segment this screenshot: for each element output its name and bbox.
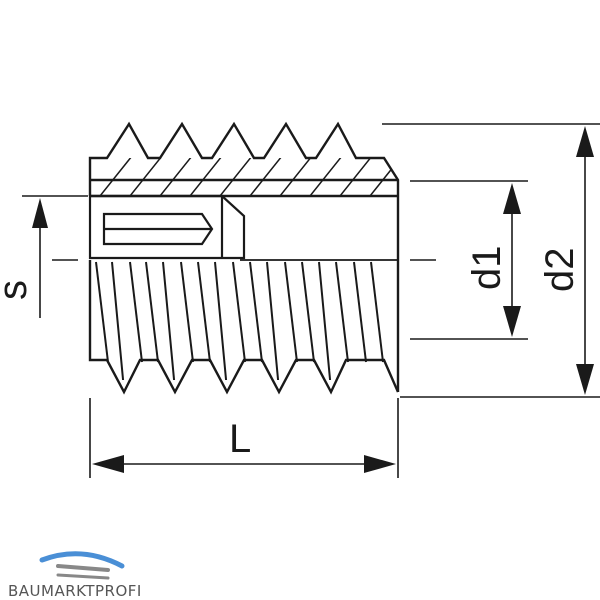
dimension-label-s: s xyxy=(0,280,35,300)
dimension-l xyxy=(89,398,399,478)
upper-thread-profile xyxy=(88,121,400,392)
dimension-s xyxy=(22,195,88,318)
dimension-label-l: L xyxy=(229,417,251,461)
dimension-d1 xyxy=(410,180,528,340)
lower-thread-profile xyxy=(88,260,400,395)
thread-flanks xyxy=(95,261,384,380)
dimension-label-d2: d2 xyxy=(538,248,582,293)
section-hatching xyxy=(99,158,398,196)
logo-text: BAUMARKTPROFI xyxy=(8,582,142,600)
cutting-slot xyxy=(88,194,246,260)
dimension-label-d1: d1 xyxy=(465,246,509,291)
roof-logo-icon xyxy=(39,551,125,580)
dimension-d2 xyxy=(382,123,600,398)
